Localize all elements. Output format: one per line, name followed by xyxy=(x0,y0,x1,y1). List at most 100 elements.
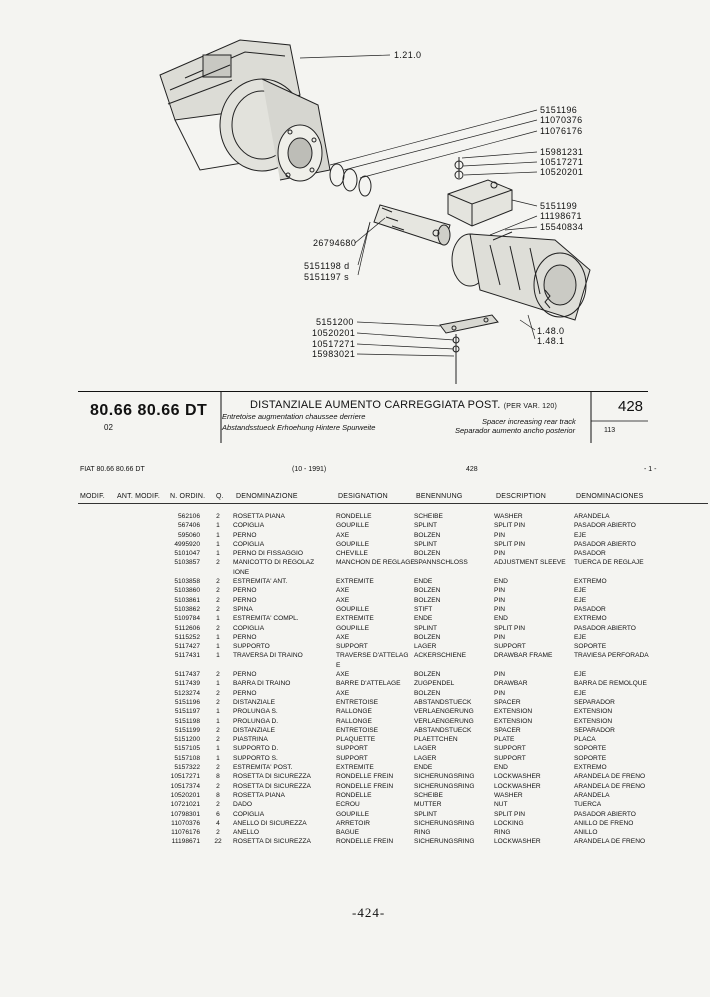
cell-es: ANILLO xyxy=(574,829,598,837)
title-spanish: Separador aumento ancho posterior xyxy=(455,426,576,435)
cell-fr: ENTRETOISE xyxy=(336,726,379,734)
cell-qty: 4 xyxy=(216,819,220,827)
cell-code: 5103857 xyxy=(174,559,200,567)
cell-fr: RONDELLE xyxy=(336,791,372,799)
cell-code: 5117427 xyxy=(174,643,200,651)
cell-qty: 2 xyxy=(216,513,220,520)
cell-qty: 2 xyxy=(216,624,220,632)
col-modif: MODIF. xyxy=(80,493,105,500)
cell-it: ROSETTA DI SICUREZZA xyxy=(233,782,311,790)
callout-label: 26794680 xyxy=(313,238,357,248)
cell-de: BOLZEN xyxy=(414,550,441,558)
callout-leader-lines xyxy=(299,54,538,357)
cell-fr: GOUPILLE xyxy=(336,605,369,613)
cell-code: 5115252 xyxy=(174,633,200,641)
table-row: E xyxy=(0,661,710,670)
callout-label: 11070376 xyxy=(540,115,583,125)
col-qty: Q. xyxy=(216,493,224,500)
cell-es: ARANDELA xyxy=(574,791,610,799)
cell-de: ENDE xyxy=(414,578,433,586)
cell-fr: SUPPORT xyxy=(336,754,368,762)
cell-fr: TRAVERSE D'ATTELAG xyxy=(336,652,409,660)
cell-qty: 2 xyxy=(216,596,220,604)
cell-fr: ARRETOIR xyxy=(336,819,370,827)
cell-qty: 2 xyxy=(216,829,220,837)
cell-qty: 2 xyxy=(216,689,220,697)
cell-en: PIN xyxy=(494,689,505,697)
cell-de: SICHERUNGSRING xyxy=(414,838,475,846)
cell-en: SPLIT PIN xyxy=(494,522,526,530)
callout-label: 5151197 s xyxy=(304,272,349,282)
cell-code: 5151196 xyxy=(174,698,200,706)
callout-label: 10517271 xyxy=(312,339,356,349)
cell-fr: ENTRETOISE xyxy=(336,698,379,706)
cell-it: PERNO xyxy=(233,531,257,539)
cell-es: EJE xyxy=(574,596,587,604)
cell-it: PROLUNGA D. xyxy=(233,717,279,725)
cell-code: 5112606 xyxy=(174,624,200,632)
callout-label: 1.48.1 xyxy=(537,336,565,346)
col-benennung: BENENNUNG xyxy=(416,493,463,500)
col-denominaciones: DENOMINACIONES xyxy=(576,493,644,500)
cell-de: SCHEIBE xyxy=(414,513,443,520)
callout-label: 10520201 xyxy=(540,167,584,177)
cell-en: WASHER xyxy=(494,791,523,799)
cell-code: 11076176 xyxy=(171,829,200,837)
cell-qty: 22 xyxy=(214,838,222,846)
cell-code: 5103862 xyxy=(174,605,200,613)
cell-es: EJE xyxy=(574,587,587,595)
cell-fr: AXE xyxy=(336,633,350,641)
cell-code: 5151198 xyxy=(174,717,200,725)
cell-en: LOCKING xyxy=(494,819,524,827)
cell-it: COPIGLIA xyxy=(233,522,265,530)
cell-de: LAGER xyxy=(414,643,437,651)
callout-label: 5151198 d xyxy=(304,261,350,271)
cell-en: ADJUSTMENT SLEEVE xyxy=(494,559,566,567)
cell-code: 10517374 xyxy=(170,782,200,790)
cell-de: BOLZEN xyxy=(414,587,441,595)
callout-label: 5151196 xyxy=(540,105,578,115)
cell-fr: EXTREMITE xyxy=(336,578,374,586)
cell-qty: 2 xyxy=(216,559,220,567)
col-description: DESCRIPTION xyxy=(496,493,547,500)
cell-qty: 2 xyxy=(216,578,220,586)
cell-fr: MANCHON DE REGLAGE xyxy=(336,559,415,567)
cell-de: SICHERUNGSRING xyxy=(414,819,475,827)
cell-es: EXTREMO xyxy=(574,578,607,586)
cell-es: PASADOR ABIERTO xyxy=(574,522,636,530)
cell-en: PIN xyxy=(494,550,505,558)
cell-de: STIFT xyxy=(414,605,433,613)
cell-es: EXTREMO xyxy=(574,764,607,772)
cell-de: RING xyxy=(414,829,431,837)
cell-it: MANICOTTO DI REGOLAZ xyxy=(233,559,315,567)
cell-fr: GOUPILLE xyxy=(336,522,369,530)
cell-fr: GOUPILLE xyxy=(336,810,369,818)
cell-it: IONE xyxy=(233,568,250,576)
cell-code: 5123274 xyxy=(174,689,200,697)
cell-qty: 2 xyxy=(216,605,220,613)
cell-fr: RONDELLE FREIN xyxy=(336,838,394,846)
cell-code: 567406 xyxy=(177,522,200,530)
cell-it: COPIGLIA xyxy=(233,810,265,818)
cell-it: PERNO xyxy=(233,671,257,679)
cell-es: TUERCA DE REGLAJE xyxy=(574,559,644,567)
cell-en: END xyxy=(494,578,508,586)
table-page-number: 428 xyxy=(618,398,644,415)
cell-qty: 1 xyxy=(216,643,220,651)
clevis-plate-part xyxy=(439,314,499,384)
cell-qty: 2 xyxy=(216,726,220,734)
cell-it: PERNO xyxy=(233,596,257,604)
